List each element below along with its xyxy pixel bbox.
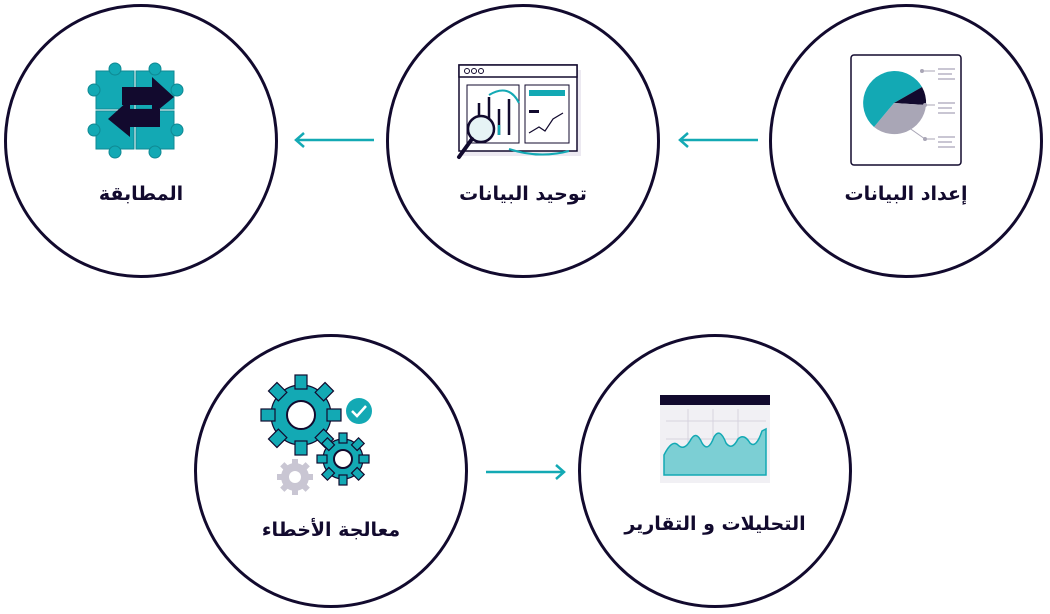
step-analytics-reports: التحليلات و التقارير [578, 334, 852, 608]
dashboard-magnifier-icon [457, 64, 581, 159]
pie-chart-report-icon [850, 54, 962, 166]
step-label: التحليلات و التقارير [624, 513, 806, 535]
step-data-preparation: إعداد البيانات [769, 4, 1043, 278]
step-label: إعداد البيانات [844, 183, 968, 205]
step-matching: المطابقة [4, 4, 278, 278]
step-label: المطابقة [98, 183, 184, 205]
arrow-left-icon [678, 132, 758, 148]
step-label: معالجة الأخطاء [261, 519, 401, 541]
arrow-left-icon [294, 132, 374, 148]
step-data-unification: توحيد البيانات [386, 4, 660, 278]
gears-check-icon [260, 374, 372, 495]
puzzle-arrows-icon [87, 62, 184, 159]
step-error-handling: معالجة الأخطاء [194, 334, 468, 608]
area-chart-window-icon [660, 395, 770, 483]
arrow-right-icon [486, 464, 566, 480]
step-label: توحيد البيانات [459, 183, 587, 205]
